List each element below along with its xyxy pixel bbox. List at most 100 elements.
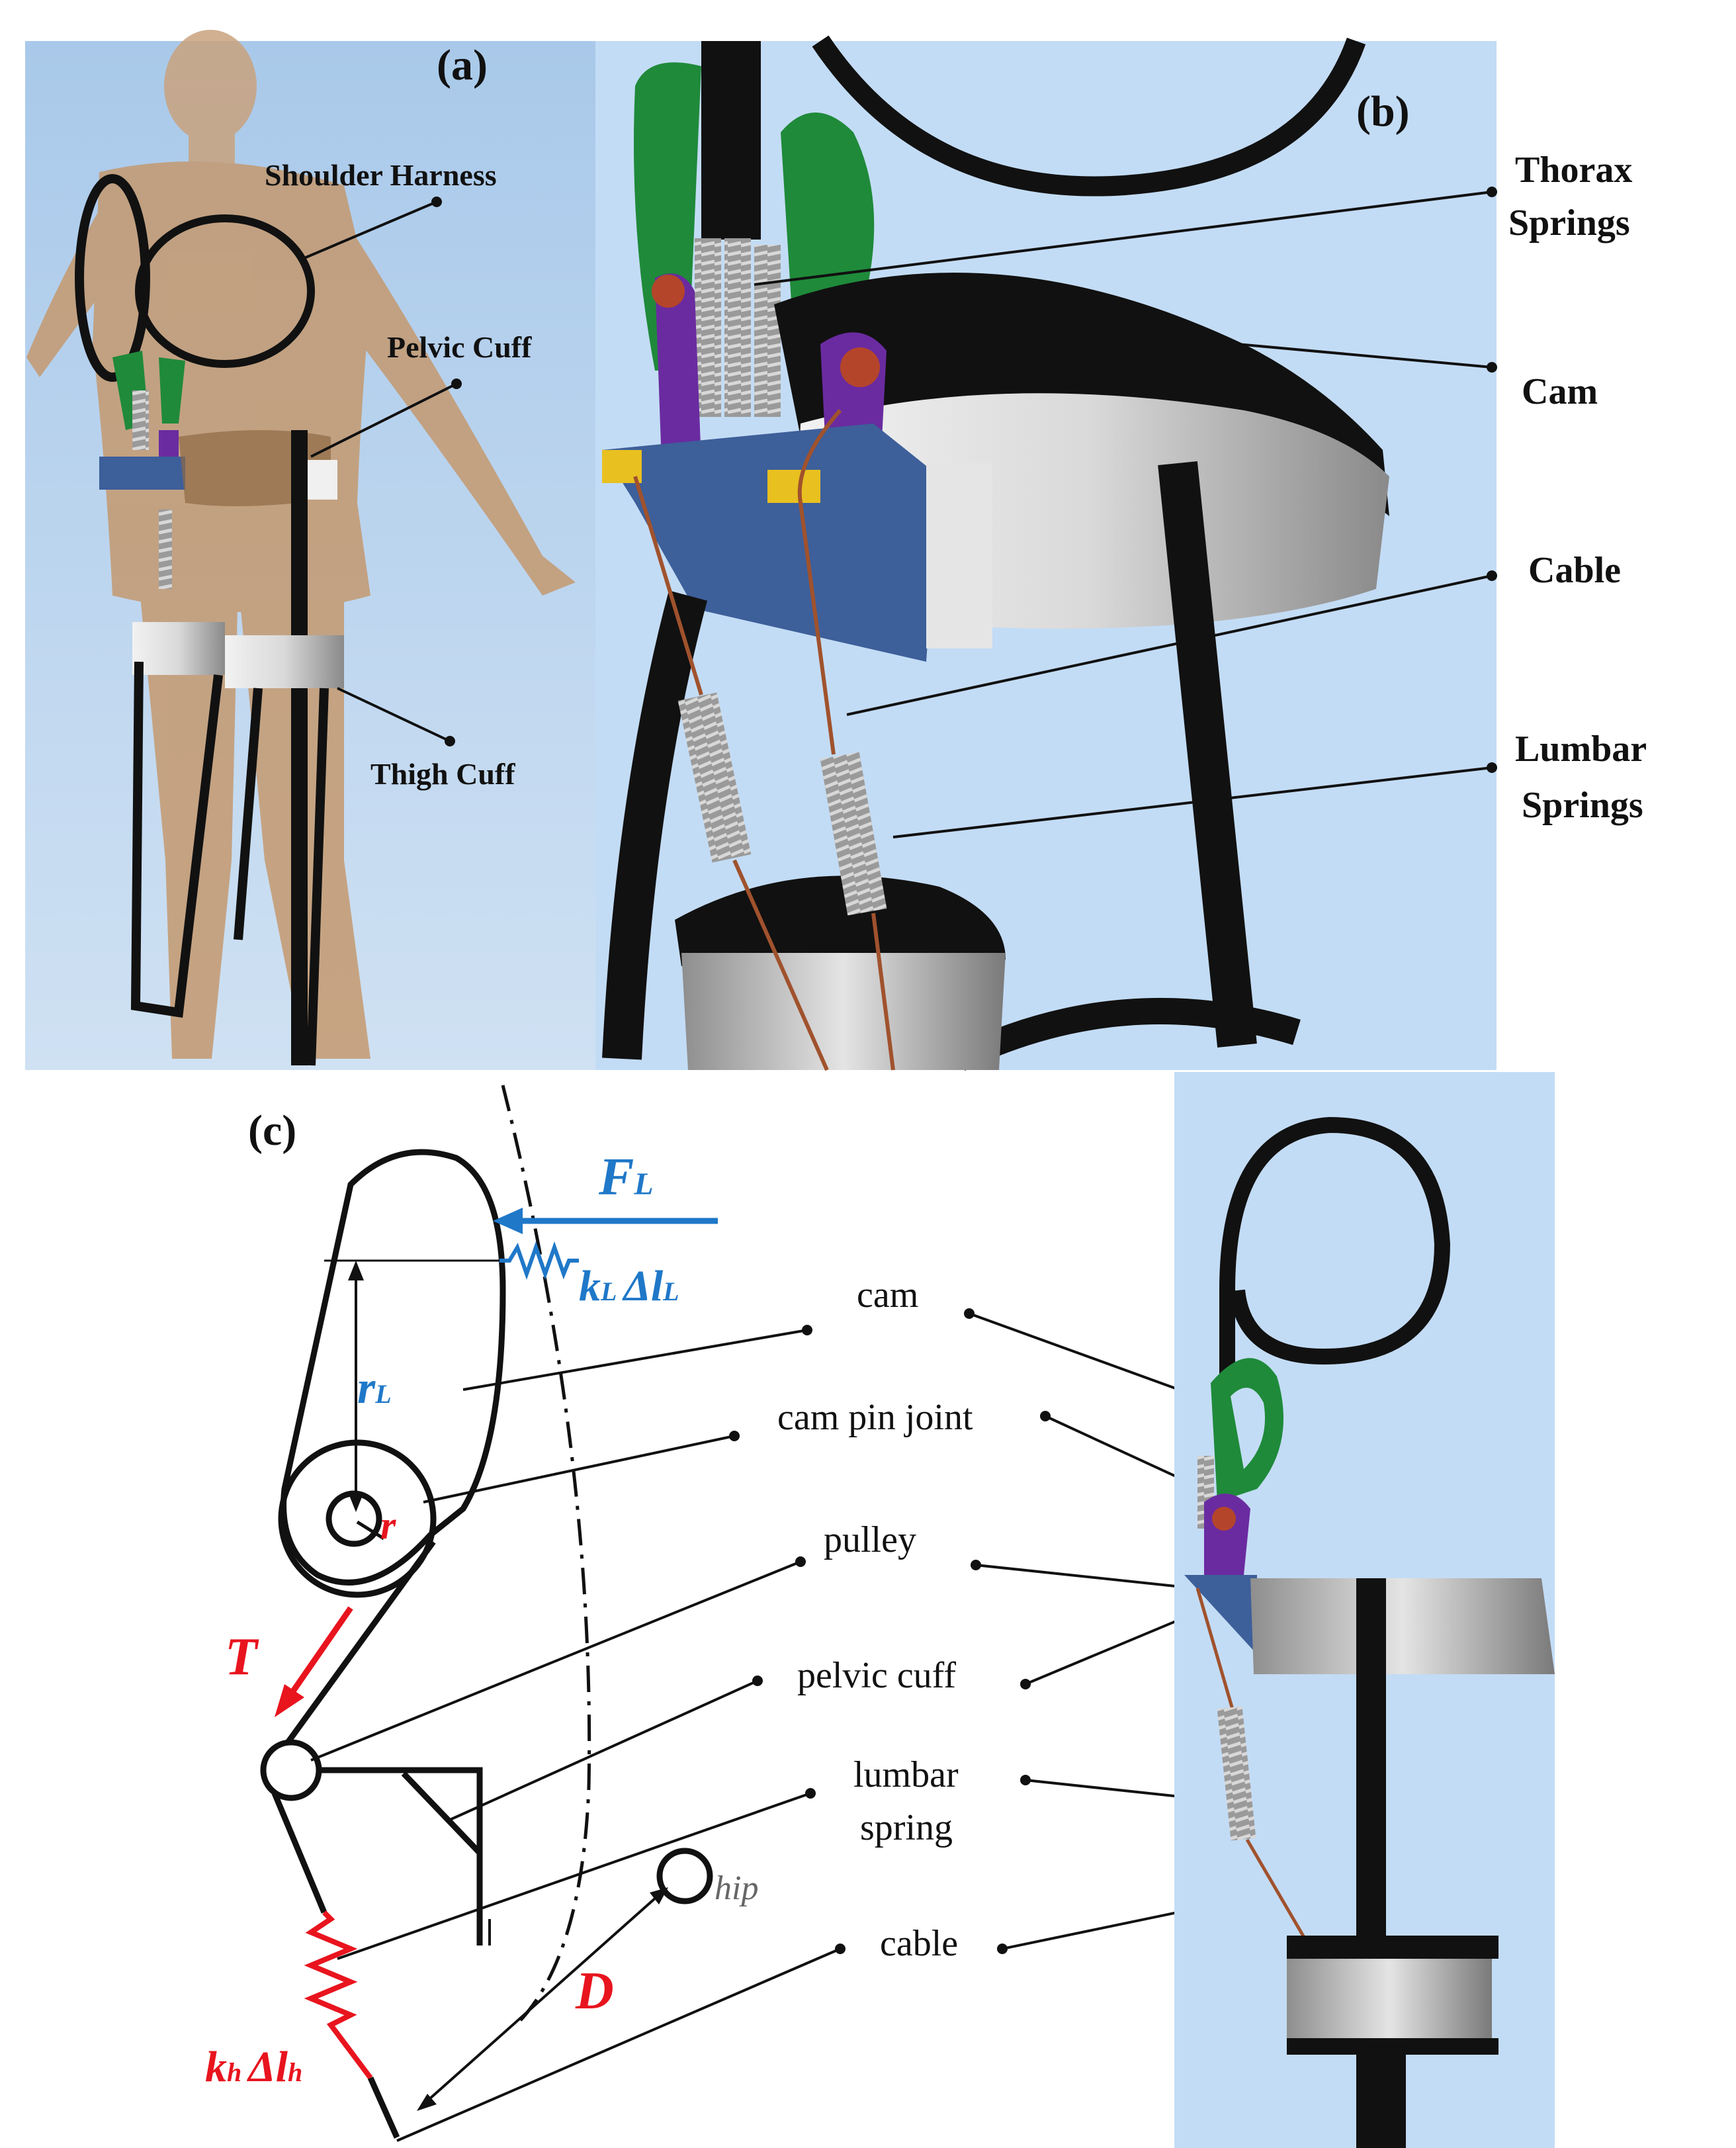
leg-strap-left (130, 661, 223, 1018)
r-line (356, 1520, 385, 1541)
leader-dot-lumbar-left (805, 1788, 816, 1799)
sideview-thigh-cuff-top (1287, 1936, 1498, 1959)
sideview-cam-cutout (1231, 1388, 1265, 1469)
panel-c: (c) (205, 1085, 1258, 2142)
leader-dot-shoulder (431, 197, 442, 207)
thorax-spring-3 (754, 245, 781, 417)
panel-c-tag: (c) (248, 1106, 296, 1155)
leader-dot-pulley-right (971, 1560, 981, 1570)
leader-dot-lumbar-b (1487, 762, 1497, 773)
label-thorax-line2: Springs (1508, 202, 1630, 244)
leader-pulley-right (975, 1564, 1195, 1589)
thorax-spring-2 (724, 238, 751, 417)
shoulder-loop-back (75, 174, 150, 382)
thigh-cuff-b (681, 953, 1006, 1070)
label-thigh-cuff: Thigh Cuff (370, 757, 515, 791)
leader-dot-pin-left (729, 1431, 740, 1441)
hip-strap (291, 430, 308, 1065)
D-arrow-top (650, 1887, 668, 1904)
lumbar-spring-b-right (820, 752, 887, 916)
D-line (422, 1891, 663, 2106)
symbol-FL: FL (598, 1148, 654, 1206)
kL-spring (499, 1241, 579, 1280)
rL-arrow-bottom (348, 1492, 364, 1512)
leader-dot-lumbar-right (1020, 1775, 1031, 1785)
hip-joint (656, 1848, 713, 1904)
leader-cable-left (396, 1947, 841, 2142)
panel-c-sideview (1174, 1072, 1555, 2148)
panel-b-tag: (b) (1356, 87, 1410, 136)
thorax-spring-a (132, 390, 149, 450)
leader-shoulder-harness (304, 201, 437, 259)
sideview-thigh-cuff (1287, 1959, 1492, 2045)
leader-dot-pelvic (451, 379, 462, 389)
thigh-cuff-b-top (675, 875, 1006, 971)
lumbar-spring-b-left (677, 692, 752, 863)
cam-outline (281, 1149, 506, 1586)
panel-a: (a) Shoulder Harness Pelvic Cuff Thigh C… (25, 30, 595, 1070)
label-cam-c: cam (857, 1275, 918, 1316)
label-lumbar-c-line2: spring (860, 1807, 953, 1848)
harness-loop-top (812, 35, 1366, 197)
cable-upper (282, 1540, 436, 1749)
side-strap-left (602, 590, 707, 1060)
gray-block (926, 463, 992, 649)
cable-end (367, 2077, 400, 2139)
leader-lumbar-left (337, 1792, 811, 1960)
label-pelvic-cuff: Pelvic Cuff (387, 330, 532, 364)
leader-cuff-left (449, 1679, 758, 1821)
label-cable-b: Cable (1528, 550, 1621, 591)
label-cable-c: cable (880, 1923, 958, 1964)
T-arrow-head (275, 1684, 304, 1717)
label-pulley: pulley (824, 1519, 916, 1560)
symbol-hip: hip (715, 1869, 758, 1907)
label-cam-b: Cam (1522, 371, 1598, 412)
head (164, 30, 257, 142)
sideview-leg-strap-2 (1383, 2051, 1406, 2148)
purple-bracket-left (655, 273, 701, 463)
sideview-lumbar-spring (1217, 1706, 1256, 1841)
leader-pin-left (423, 1435, 735, 1503)
leader-dot-cam-b (1487, 362, 1497, 373)
label-lumbar-line1: Lumbar (1515, 729, 1647, 770)
leader-lumbar-b (892, 766, 1493, 838)
sideview-harness-loop (1219, 1116, 1451, 1469)
label-lumbar-c-line1: lumbar (853, 1754, 959, 1795)
leg-strap-right (234, 688, 329, 1066)
cable-lower (271, 1792, 327, 1914)
leader-dot-cam-left (802, 1325, 812, 1335)
thigh-cuff-left (132, 622, 225, 675)
leader-thigh-cuff (337, 687, 451, 742)
cam-pin-left (652, 275, 685, 308)
label-thorax-line1: Thorax (1515, 150, 1632, 191)
leader-thorax (754, 191, 1493, 286)
sideview-blue-base (1184, 1575, 1257, 1654)
vertical-strap (701, 41, 761, 240)
symbol-D: D (575, 1962, 614, 2020)
leader-dot-cable-right (997, 1944, 1008, 1954)
label-shoulder-harness: Shoulder Harness (265, 158, 497, 192)
leader-dot-cable-left (835, 1944, 846, 1954)
blue-bracket-a (99, 457, 185, 490)
leader-dot-thorax (1487, 187, 1497, 197)
D-arrow-bottom (417, 2094, 437, 2111)
sideview-pelvic-cuff (1250, 1578, 1555, 1674)
thigh-cuff-right (225, 635, 344, 688)
leader-dot-pin-right (1040, 1411, 1051, 1421)
cam-pin-right (840, 347, 880, 387)
leader-cam-left (462, 1329, 808, 1391)
leader-dot-pulley-left (795, 1556, 806, 1567)
lower-strap (953, 998, 1301, 1071)
pulley (260, 1739, 322, 1801)
dash-dot-arc (501, 1085, 591, 2026)
shoulder-loop (135, 214, 315, 368)
FL-arrow-head (493, 1208, 523, 1234)
leader-dot-cable-b (1487, 570, 1497, 581)
leader-pulley-left (310, 1560, 801, 1762)
leader-cam-b (873, 310, 1493, 369)
sideview-cam-pin (1212, 1507, 1236, 1531)
symbol-r: r (380, 1503, 396, 1547)
leader-dot-thigh (445, 736, 455, 746)
label-cam-pin-joint: cam pin joint (777, 1397, 973, 1438)
